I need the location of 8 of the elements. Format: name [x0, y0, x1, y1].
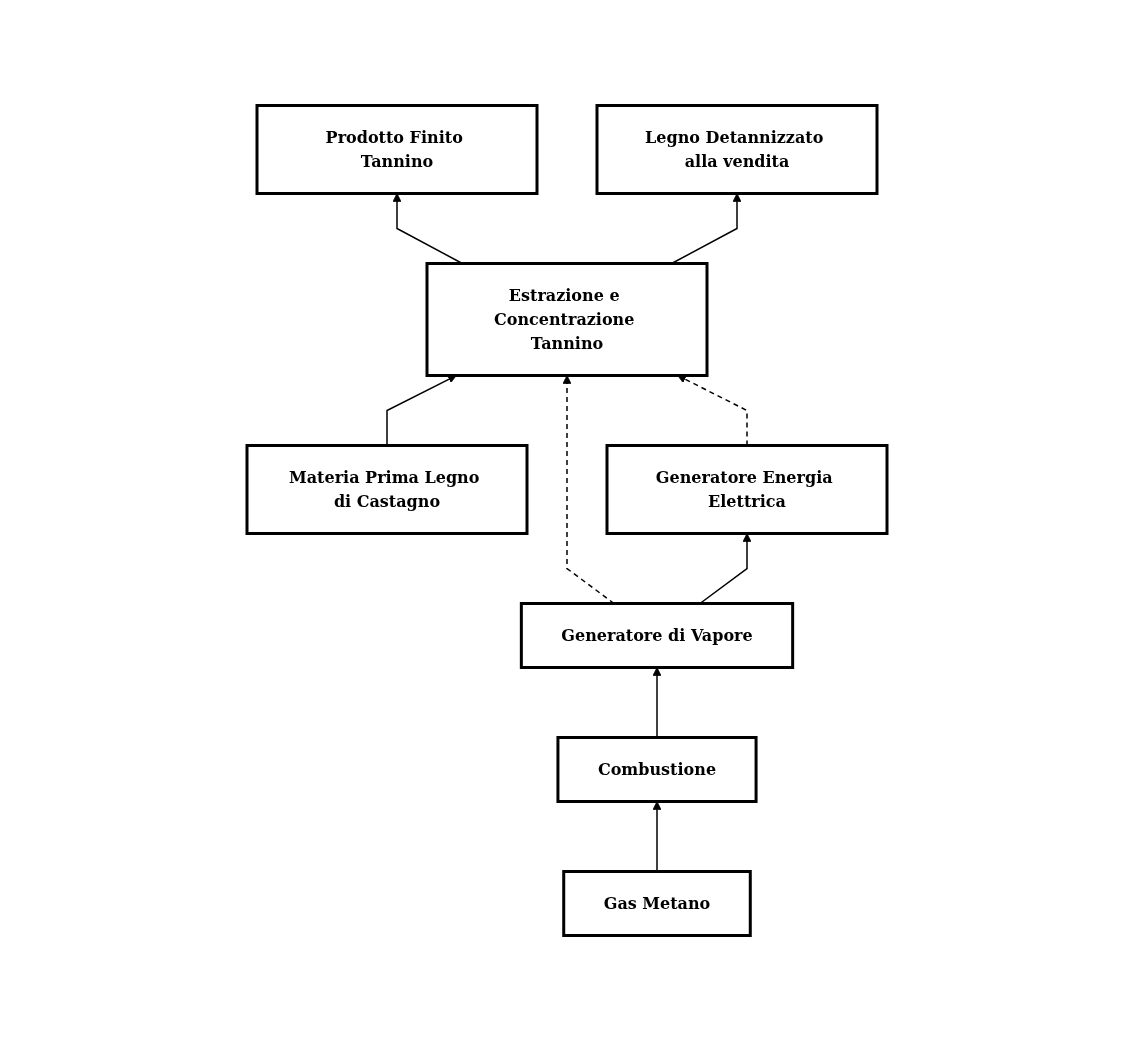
node-box: Gas Metano [562, 870, 752, 937]
node-box: Generatore Energia Elettrica [605, 444, 889, 535]
node-box: Materia Prima Legno di Castagno [245, 444, 529, 535]
node-box: Estrazione e Concentrazione Tannino [425, 262, 709, 377]
node-box: Combustione [556, 736, 758, 803]
node-box: Generatore di Vapore [519, 602, 795, 669]
node-box: Prodotto Finito Tannino [255, 104, 539, 195]
node-box: Legno Detannizzato alla vendita [595, 104, 879, 195]
